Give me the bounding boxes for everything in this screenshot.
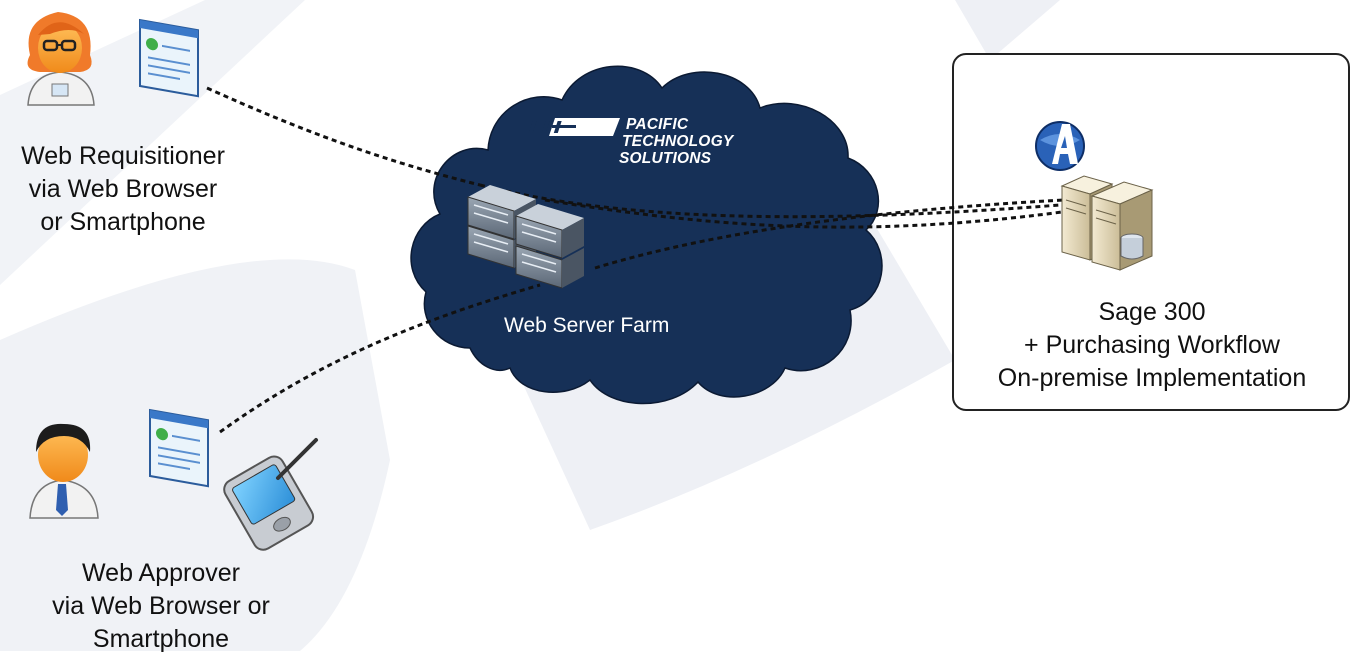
requisitioner-label: Web Requisitioner via Web Browser or Sma… — [0, 140, 246, 239]
approver-label-line: Smartphone — [92, 625, 230, 653]
sage-label-line: On-premise Implementation — [997, 364, 1307, 392]
link-approver-to-farm — [219, 283, 541, 434]
link-farm-to-sage-lower — [594, 198, 1065, 270]
approver-avatar-icon — [29, 423, 99, 519]
server-farm-icon — [467, 185, 584, 289]
connection-lines — [206, 86, 1065, 434]
logo-line-3: SOLUTIONS — [619, 150, 712, 167]
logo-line-1: PACIFIC — [626, 116, 689, 133]
sage-label-line: + Purchasing Workflow — [1024, 331, 1280, 359]
smartphone-icon — [223, 438, 318, 551]
sage-label: Sage 300 + Purchasing Workflow On-premis… — [968, 296, 1336, 395]
approver-label-line: Web Approver — [82, 559, 240, 587]
browser-window-icon — [139, 18, 199, 98]
requisitioner-avatar-icon — [27, 12, 95, 106]
browser-window-icon — [149, 408, 209, 488]
pacific-technology-logo-text: PACIFIC TECHNOLOGY SOLUTIONS — [619, 116, 733, 167]
sage-globe-logo-icon — [1035, 121, 1085, 171]
link-requisitioner-to-farm — [206, 86, 481, 187]
logo-line-2: TECHNOLOGY — [622, 133, 734, 150]
requisitioner-label-line: Web Requisitioner — [21, 142, 225, 170]
sage-server-icon — [1060, 175, 1154, 271]
pacific-technology-logo-mark — [528, 118, 620, 136]
approver-label: Web Approver via Web Browser or Smartpho… — [20, 557, 302, 656]
approver-label-line: via Web Browser or — [52, 592, 270, 620]
web-server-farm-label: Web Server Farm — [504, 314, 670, 337]
link-farm-to-sage-upper — [479, 183, 1061, 219]
sage-label-line: Sage 300 — [1098, 298, 1206, 326]
requisitioner-label-line: or Smartphone — [40, 208, 206, 236]
requisitioner-label-line: via Web Browser — [28, 175, 218, 203]
